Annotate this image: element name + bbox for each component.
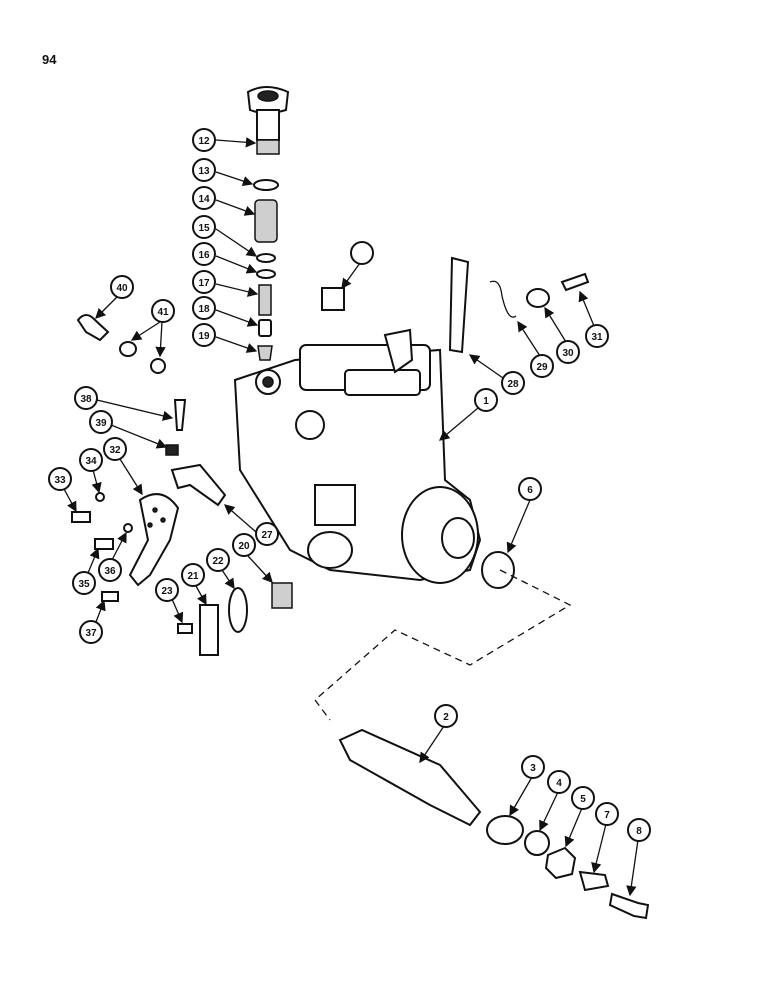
callout-6: 6 <box>506 477 542 554</box>
callout-18: 18 <box>192 296 259 327</box>
callout-4: 4 <box>539 770 571 832</box>
callout-23: 23 <box>155 578 184 624</box>
callout-21: 21 <box>181 563 207 606</box>
svg-text:6: 6 <box>527 485 533 496</box>
svg-text:18: 18 <box>198 304 210 315</box>
svg-text:14: 14 <box>198 194 210 205</box>
svg-text:30: 30 <box>562 348 574 359</box>
svg-text:7: 7 <box>604 810 610 821</box>
callout-22: 22 <box>206 548 235 590</box>
svg-text:2: 2 <box>443 712 449 723</box>
delivery-valve-stack <box>246 86 290 361</box>
callout-31: 27 <box>224 504 279 546</box>
callout-33: 34 <box>79 448 103 494</box>
svg-text:38: 38 <box>80 394 92 405</box>
svg-text:29: 29 <box>536 362 548 373</box>
svg-text:22: 22 <box>212 556 224 567</box>
svg-text:5: 5 <box>580 794 586 805</box>
callout-26: 28 <box>468 354 525 395</box>
assembly-boundary <box>314 569 572 721</box>
svg-text:1: 1 <box>483 396 489 407</box>
svg-text:12: 12 <box>198 136 210 147</box>
callout-2: 2 <box>419 704 458 764</box>
callout-28: 30 <box>544 306 580 364</box>
callout-3: 3 <box>509 755 545 817</box>
callout-13: 13 <box>192 158 254 187</box>
svg-text:28: 28 <box>507 379 519 390</box>
callout-35: 36 <box>98 531 127 582</box>
svg-text:16: 16 <box>198 250 210 261</box>
svg-text:4: 4 <box>556 778 562 789</box>
callout-38: 39 <box>89 410 168 449</box>
page-number: 94 <box>42 52 57 67</box>
svg-text:3: 3 <box>530 763 536 774</box>
pump-body <box>233 328 482 584</box>
svg-text:13: 13 <box>198 166 210 177</box>
callout-5: 5 <box>564 786 595 848</box>
callout-12: 12 <box>192 128 257 152</box>
svg-text:34: 34 <box>85 456 97 467</box>
callout-41 <box>341 241 374 290</box>
callout-30: 32 <box>103 437 143 496</box>
svg-text:20: 20 <box>238 541 250 552</box>
svg-text:8: 8 <box>636 826 642 837</box>
throttle-lever <box>128 463 227 587</box>
callout-16: 16 <box>192 242 258 274</box>
svg-text:23: 23 <box>161 586 173 597</box>
callout-14: 14 <box>192 186 256 216</box>
callout-8: 8 <box>626 818 651 897</box>
small-parts <box>71 256 590 656</box>
callout-39: 40 <box>95 275 134 319</box>
callout-20: 20 <box>232 533 273 583</box>
callout-40: 41 <box>130 299 175 358</box>
svg-text:21: 21 <box>187 571 199 582</box>
svg-text:19: 19 <box>198 331 210 342</box>
svg-text:39: 39 <box>95 418 107 429</box>
callout-37: 38 <box>74 386 174 421</box>
callout-34: 35 <box>72 547 100 595</box>
svg-text:33: 33 <box>54 475 66 486</box>
svg-text:31: 31 <box>591 332 603 343</box>
callout-19: 19 <box>192 323 258 353</box>
svg-text:36: 36 <box>104 566 116 577</box>
svg-text:32: 32 <box>109 445 121 456</box>
svg-text:17: 17 <box>198 278 210 289</box>
callout-1: 1 <box>439 388 498 441</box>
callout-36: 37 <box>79 599 106 644</box>
drive-shaft-assembly <box>338 728 650 920</box>
callout-7: 7 <box>591 802 619 874</box>
svg-text:15: 15 <box>198 223 210 234</box>
svg-text:37: 37 <box>85 628 97 639</box>
svg-text:35: 35 <box>78 579 90 590</box>
callout-29: 31 <box>578 290 609 348</box>
callout-32: 33 <box>48 467 77 513</box>
callout-15: 15 <box>192 215 258 257</box>
callout-27: 29 <box>517 320 554 378</box>
svg-text:41: 41 <box>157 307 169 318</box>
callout-17: 17 <box>192 270 259 297</box>
svg-text:40: 40 <box>116 283 128 294</box>
svg-text:27: 27 <box>261 530 273 541</box>
